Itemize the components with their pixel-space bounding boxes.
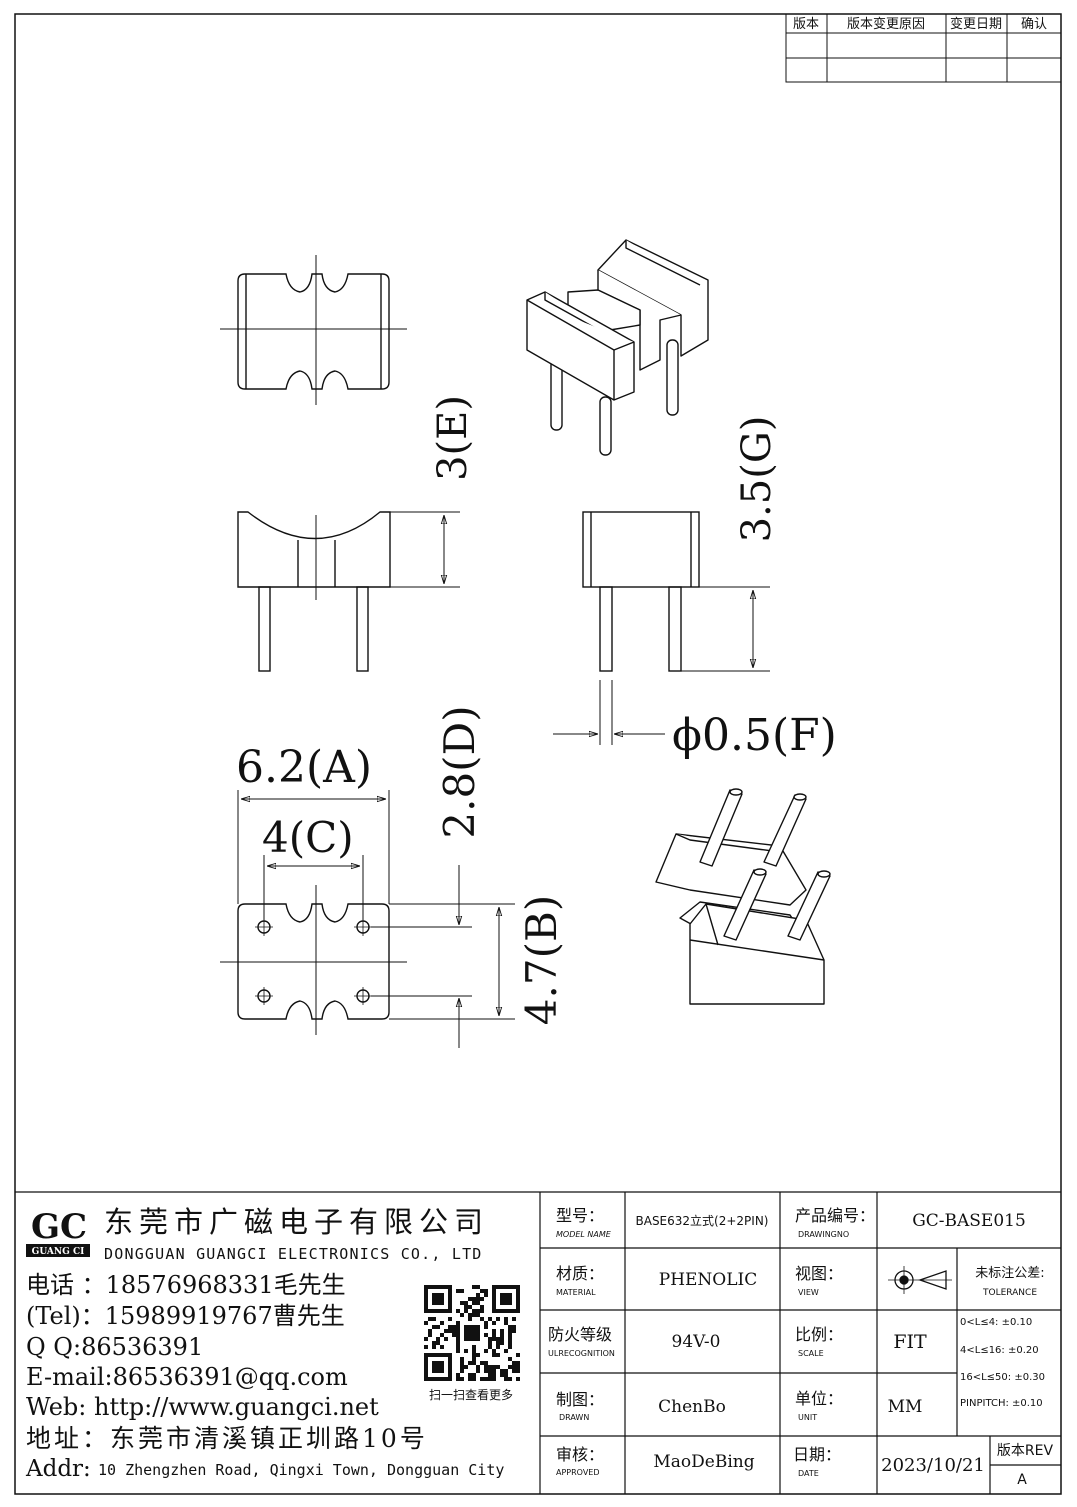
logo-sub: GUANG CI xyxy=(32,1247,85,1257)
date-value: 2023/10/21 xyxy=(881,1455,985,1476)
scale-sub: SCALE xyxy=(798,1349,824,1358)
dimension-f-label: ϕ0.5(F) xyxy=(672,710,837,761)
flame-sub: ULRECOGNITION xyxy=(548,1349,615,1358)
rev-header-version: 版本 xyxy=(793,17,819,32)
dimension-g-label: 3.5(G) xyxy=(734,416,780,543)
bottom-view xyxy=(220,885,407,1035)
dimension-e-label: 3(E) xyxy=(430,395,476,481)
approved-value: MaoDeBing xyxy=(653,1452,754,1472)
scale-label: 比例： xyxy=(795,1325,843,1344)
drawn-sub: DRAWN xyxy=(559,1413,589,1422)
dimension-e xyxy=(390,511,460,588)
flame-label: 防火等级 xyxy=(548,1325,612,1344)
dimension-b-label: 4.7(B) xyxy=(517,895,566,1025)
contact-phone-1: 电话 ：18576968331毛先生 xyxy=(26,1271,346,1299)
scale-value: FIT xyxy=(893,1331,927,1353)
material-value: PHENOLIC xyxy=(659,1270,758,1290)
projection-symbol-icon xyxy=(888,1266,952,1294)
tolerance-row-1: 0<L≤4: ±0.10 xyxy=(960,1317,1032,1328)
dimension-f xyxy=(553,680,665,745)
dimension-d xyxy=(371,865,472,1048)
approved-sub: APPROVED xyxy=(556,1468,600,1477)
dimension-d-label: 2.8(D) xyxy=(435,705,484,838)
tolerance-row-2: 4<L≤16: ±0.20 xyxy=(960,1345,1039,1356)
rev-value: A xyxy=(1017,1472,1027,1488)
contact-email: E-mail:86536391@qq.com xyxy=(26,1363,348,1391)
tolerance-row-4: PINPITCH: ±0.10 xyxy=(960,1398,1043,1409)
date-sub: DATE xyxy=(798,1469,819,1478)
company-name-cn: 东莞市广磁电子有限公司 xyxy=(104,1205,489,1239)
rev-header-date: 变更日期 xyxy=(950,16,1002,32)
contact-phone-2: (Tel)：15989919767曹先生 xyxy=(26,1302,345,1330)
model-value: BASE632立式(2+2PIN) xyxy=(636,1213,769,1228)
contact-web: Web: http://www.guangci.net xyxy=(26,1393,379,1421)
tolerance-row-3: 16<L≤50: ±0.30 xyxy=(960,1372,1045,1383)
drawing-no-value: GC-BASE015 xyxy=(912,1211,1026,1231)
isometric-view-bottom xyxy=(655,788,831,1005)
side-view xyxy=(582,511,700,672)
view-sub: VIEW xyxy=(798,1288,819,1297)
material-sub: MATERIAL xyxy=(556,1288,596,1297)
model-sub: MODEL NAME xyxy=(556,1230,612,1239)
unit-label: 单位： xyxy=(795,1389,843,1408)
date-label: 日期： xyxy=(793,1445,841,1464)
logo-letters: GC xyxy=(31,1207,87,1247)
company-name-en: DONGGUAN GUANGCI ELECTRONICS CO., LTD xyxy=(104,1245,483,1263)
rev-header-reason: 版本变更原因 xyxy=(847,16,925,32)
dimension-c xyxy=(263,855,364,920)
title-block xyxy=(15,1191,1061,1494)
flame-value: 94V-0 xyxy=(672,1332,721,1352)
address-en: 10 Zhengzhen Road, Qingxi Town, Dongguan… xyxy=(98,1461,504,1479)
sheet-border xyxy=(14,13,1062,1495)
dimension-g xyxy=(681,586,770,672)
qr-caption: 扫一扫查看更多 xyxy=(429,1388,513,1402)
revision-table xyxy=(785,13,1062,83)
material-label: 材质： xyxy=(556,1264,604,1283)
approved-label: 审核： xyxy=(556,1445,604,1464)
company-logo: GC GUANG CI xyxy=(26,1207,90,1257)
dimension-b xyxy=(389,903,515,1020)
contact-qq: Q Q:86536391 xyxy=(26,1333,203,1361)
drawn-label: 制图： xyxy=(556,1390,604,1409)
isometric-view-top xyxy=(526,239,709,456)
unit-sub: UNIT xyxy=(798,1413,817,1422)
top-view xyxy=(220,255,407,405)
unit-value: MM xyxy=(888,1397,923,1417)
qr-code-icon xyxy=(424,1285,520,1381)
drawing-no-label: 产品编号： xyxy=(795,1206,875,1225)
rev-label: 版本REV xyxy=(997,1443,1054,1459)
tolerance-title: 未标注公差: xyxy=(975,1266,1044,1281)
model-label: 型号： xyxy=(556,1206,604,1225)
drawing-no-sub: DRAWINGNO xyxy=(798,1230,849,1239)
dimension-a-label: 6.2(A) xyxy=(236,742,372,793)
dimension-a xyxy=(237,790,390,904)
tolerance-sub: TOLERANCE xyxy=(982,1288,1037,1298)
rev-header-confirm: 确认 xyxy=(1021,17,1047,32)
dimension-c-label: 4(C) xyxy=(262,813,354,862)
address-en-label: Addr: xyxy=(25,1456,91,1482)
front-view xyxy=(237,511,391,672)
address-cn: 地址：东莞市清溪镇正圳路10号 xyxy=(26,1424,428,1453)
view-label: 视图： xyxy=(795,1264,843,1283)
drawn-value: ChenBo xyxy=(658,1397,726,1417)
